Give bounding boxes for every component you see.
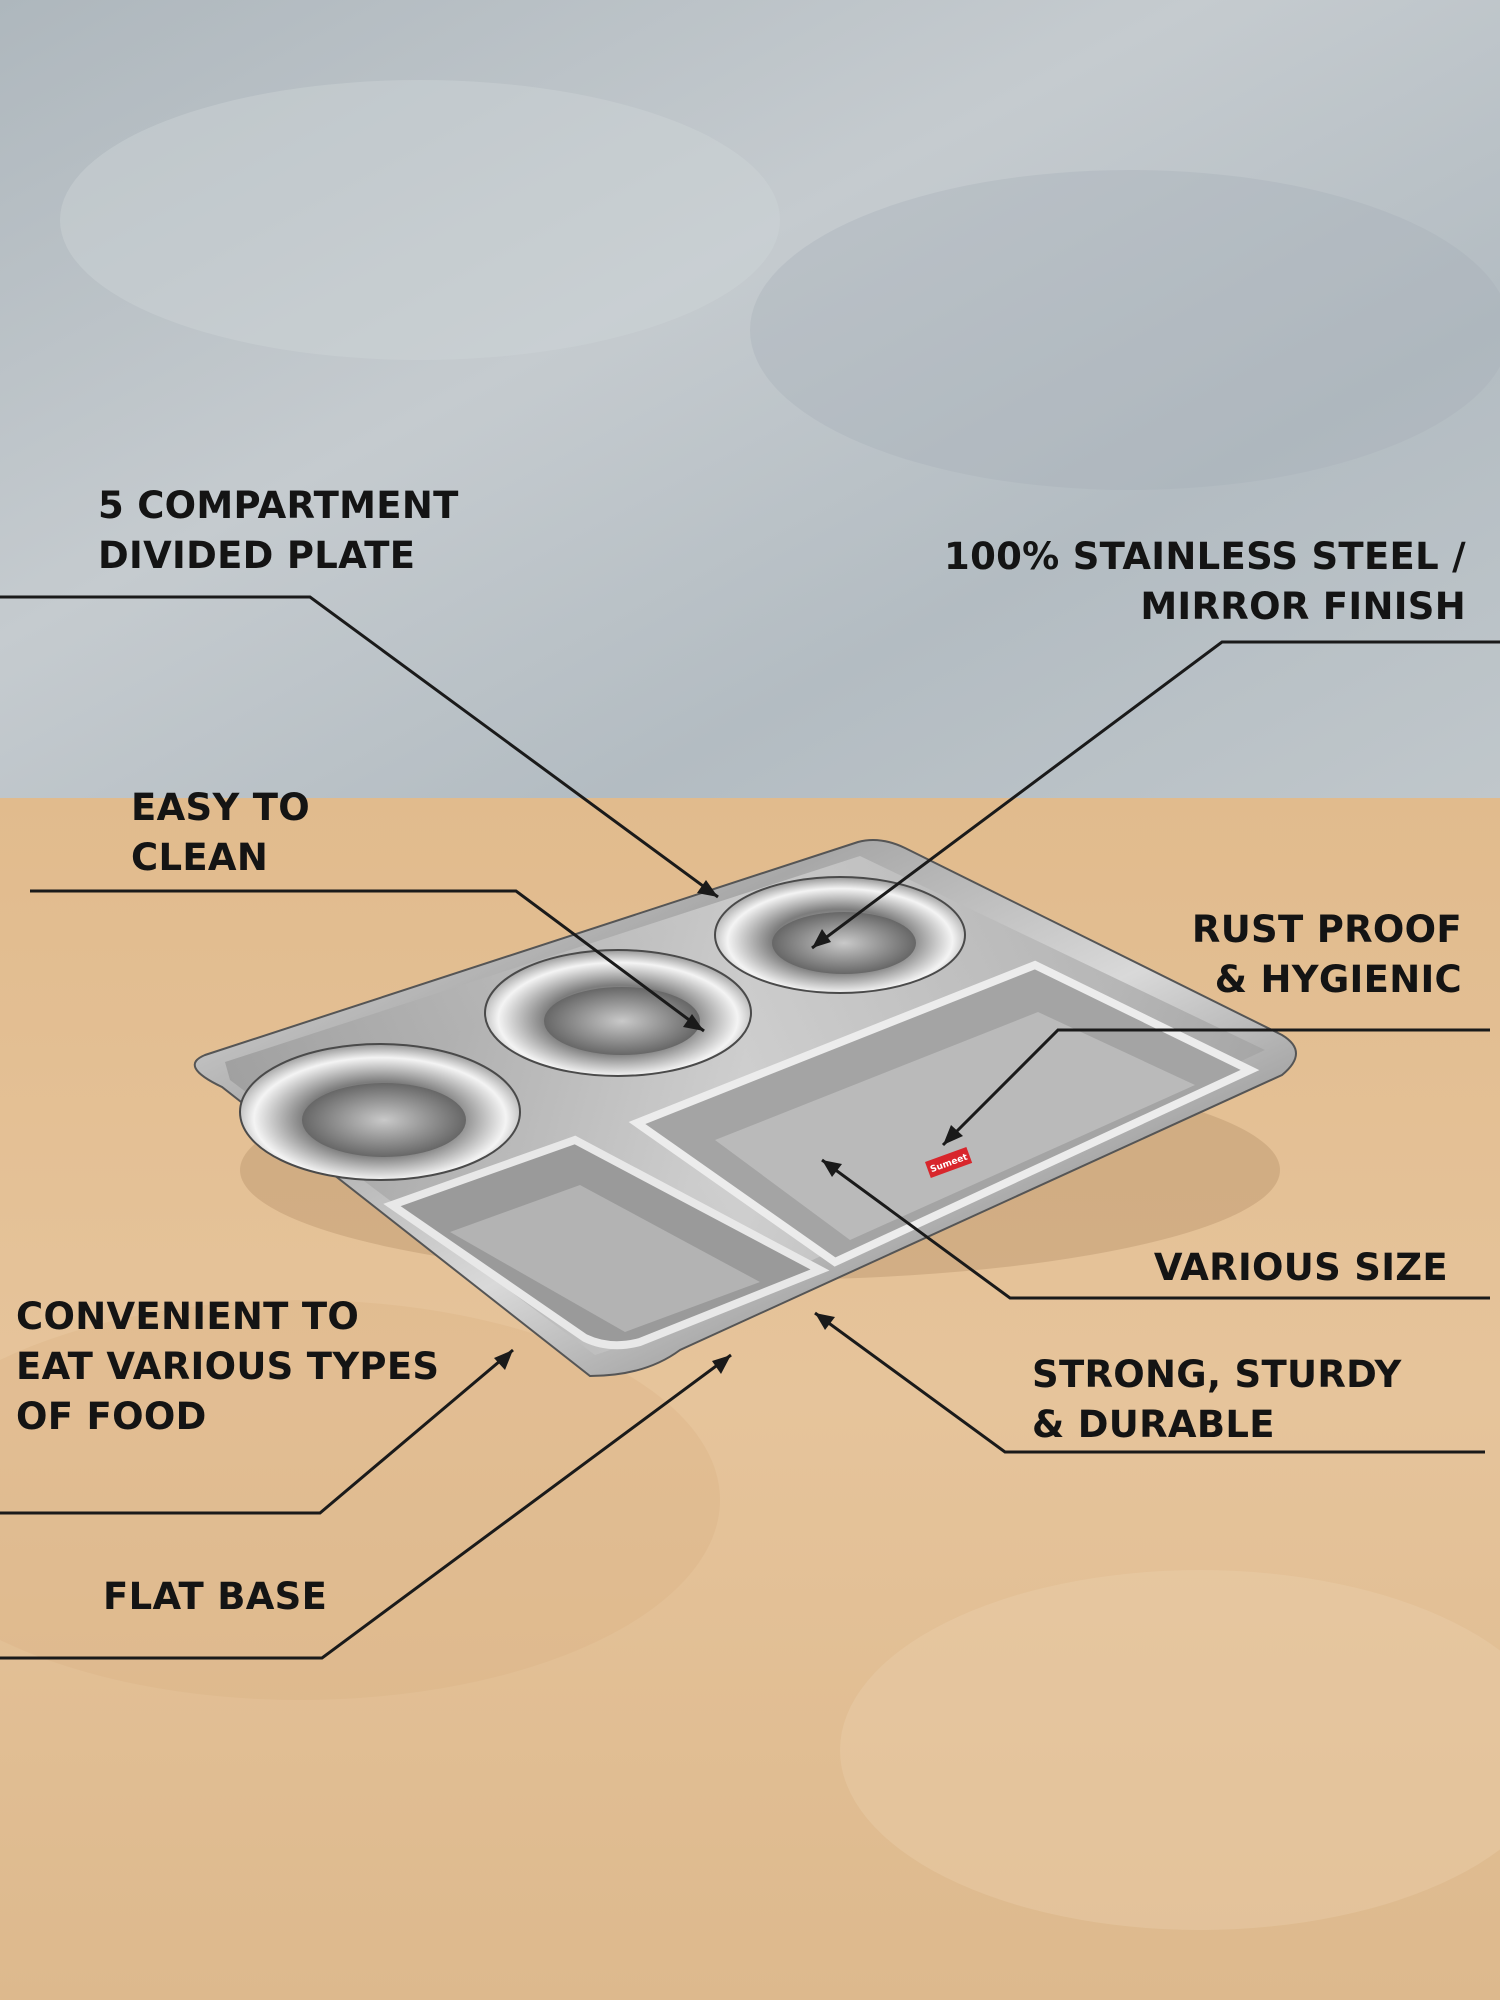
label-size-line1: VARIOUS SIZE <box>1153 1246 1448 1289</box>
arrowhead-steel <box>812 929 831 948</box>
table-texture <box>0 1300 720 1700</box>
label-convenient-line1: CONVENIENT TO <box>16 1295 360 1338</box>
arrowhead-flat <box>712 1355 731 1374</box>
label-rust-line2: & HYGIENIC <box>1214 958 1462 1001</box>
label-size: VARIOUS SIZE <box>1154 1243 1448 1293</box>
arrowhead-clean <box>683 1014 704 1031</box>
label-convenient-line2: EAT VARIOUS TYPES <box>16 1345 440 1388</box>
label-compartment-line1: 5 COMPARTMENT <box>98 484 459 527</box>
leader-line-flat <box>0 1353 732 1660</box>
label-rust: RUST PROOF & HYGIENIC <box>1192 905 1462 1005</box>
label-strong-line2: & DURABLE <box>1032 1403 1275 1446</box>
leader-line-convenient <box>0 1348 514 1515</box>
leader-line-steel <box>811 640 1500 950</box>
wall-texture <box>60 80 780 360</box>
rect-compartment-small-floor <box>450 1185 760 1332</box>
arrowhead-rust <box>943 1125 963 1145</box>
label-clean-line2: CLEAN <box>131 836 269 879</box>
label-rust-line1: RUST PROOF <box>1191 908 1462 951</box>
divided-plate: Sumeet <box>193 839 1297 1378</box>
table-texture <box>840 1570 1500 1930</box>
leader-line-compartment <box>0 595 719 899</box>
label-clean: EASY TO CLEAN <box>131 783 310 883</box>
label-steel: 100% STAINLESS STEEL / MIRROR FINISH <box>944 532 1466 632</box>
leader-line-strong <box>814 1311 1485 1454</box>
bowl-compartment-right-inner <box>772 912 916 974</box>
wall-texture <box>750 170 1500 490</box>
bowl-compartment-middle-inner <box>544 987 700 1055</box>
label-flat-line1: FLAT BASE <box>103 1575 328 1618</box>
label-convenient-line3: OF FOOD <box>16 1395 207 1438</box>
label-clean-line1: EASY TO <box>131 786 311 829</box>
leader-line-size <box>821 1158 1490 1300</box>
label-convenient: CONVENIENT TO EAT VARIOUS TYPES OF FOOD <box>16 1292 439 1442</box>
label-compartment: 5 COMPARTMENT DIVIDED PLATE <box>98 481 459 581</box>
arrowhead-convenient <box>494 1350 513 1370</box>
arrowhead-strong <box>815 1313 835 1330</box>
label-flat: FLAT BASE <box>103 1572 327 1622</box>
arrowhead-size <box>822 1160 842 1177</box>
label-strong-line1: STRONG, STURDY <box>1032 1353 1402 1396</box>
arrowhead-compartment <box>697 880 718 897</box>
label-compartment-line2: DIVIDED PLATE <box>98 534 416 577</box>
leader-line-clean <box>30 889 705 1033</box>
label-steel-line1: 100% STAINLESS STEEL / <box>944 535 1466 578</box>
bowl-compartment-left-inner <box>302 1083 466 1157</box>
rect-compartment-large-floor <box>715 1012 1195 1240</box>
leader-line-rust <box>941 1028 1490 1147</box>
wall-background <box>0 0 1500 800</box>
label-strong: STRONG, STURDY & DURABLE <box>1032 1350 1402 1450</box>
label-steel-line2: MIRROR FINISH <box>1140 585 1466 628</box>
